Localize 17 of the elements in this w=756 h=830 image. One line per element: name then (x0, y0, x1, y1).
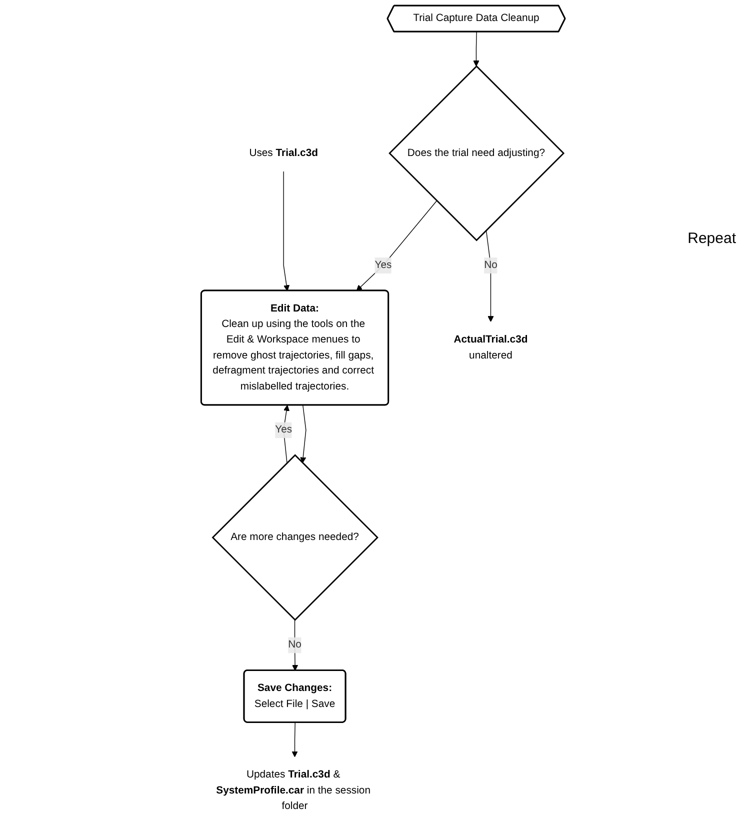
arrow (356, 200, 438, 292)
arrow (486, 230, 494, 322)
edge-label: Yes (275, 424, 292, 436)
node-text: Uses Trial.c3d (249, 146, 318, 159)
node-text: ActualTrial.c3d unaltered (454, 333, 528, 361)
arrow (473, 32, 480, 66)
node-diamond: Are more changes needed? (212, 454, 379, 621)
edge-label: No (484, 258, 498, 271)
arrow (292, 722, 298, 758)
note-text: Repeat (688, 230, 736, 247)
node-text: Updates Trial.c3d & SystemProfile.car in the session folder (216, 768, 371, 812)
edge-label: No (288, 638, 302, 650)
arrow (300, 404, 306, 464)
arrow (283, 171, 290, 292)
edge-label: Yes (374, 258, 392, 271)
node-diamond: Does the trial need adjusting? (388, 65, 565, 242)
arrow (283, 404, 290, 464)
